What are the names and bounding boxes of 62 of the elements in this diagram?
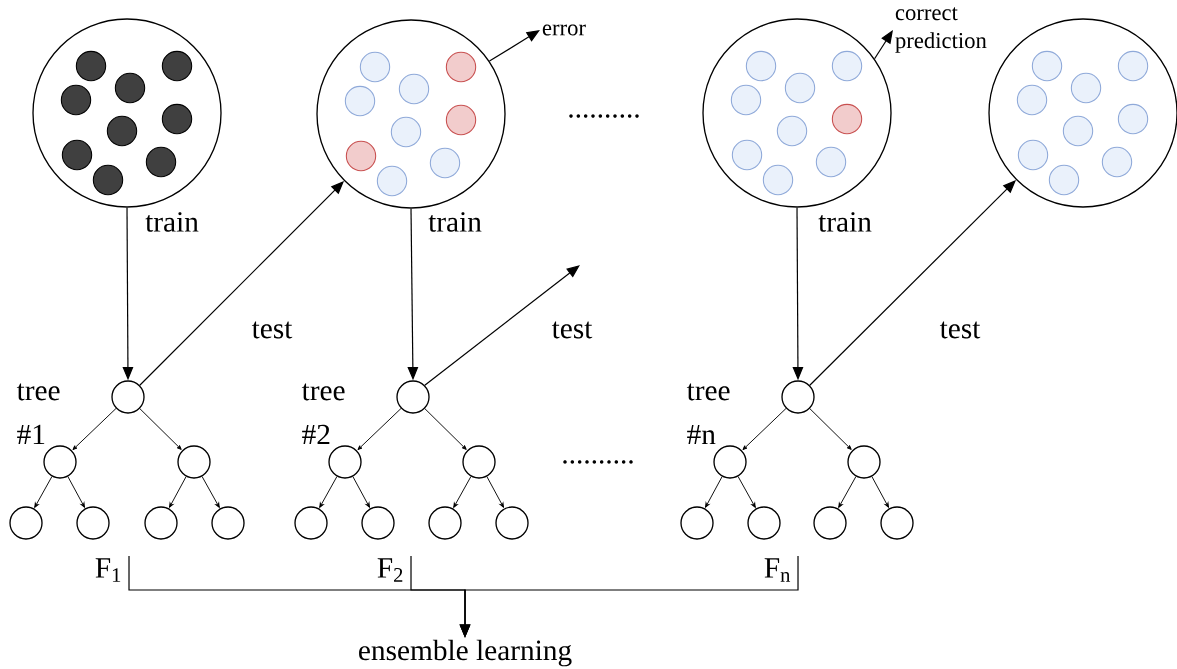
callout-text: correct prediction xyxy=(895,7,987,53)
dataset-circle xyxy=(32,18,222,208)
tree-arrow xyxy=(34,476,53,508)
edge-label: test xyxy=(938,320,982,340)
edge-label: test xyxy=(250,320,294,340)
tree-node xyxy=(361,506,395,540)
function-label: F$_{2}$ xyxy=(377,558,403,582)
output-label: ensemble learning xyxy=(359,639,572,667)
tree-node xyxy=(495,506,529,540)
edge-label: train xyxy=(426,210,484,234)
tree-arrow xyxy=(201,476,220,508)
tree-arrow xyxy=(838,476,857,508)
function-label: F$_{n}$ xyxy=(764,558,791,582)
arrow xyxy=(424,265,580,386)
tree-node xyxy=(211,506,245,540)
tree-node xyxy=(328,445,362,479)
tree-node xyxy=(144,506,178,540)
function-label: F$_{1}$ xyxy=(95,558,121,582)
tree-node xyxy=(680,506,714,540)
tree-arrow xyxy=(357,408,402,451)
tree-arrow xyxy=(67,476,85,508)
tree-node xyxy=(396,380,430,414)
tree-arrow xyxy=(453,476,472,508)
tree-node xyxy=(111,380,145,414)
arrow xyxy=(488,30,540,62)
tree-label: tree #1 xyxy=(16,383,60,445)
tree-arrow xyxy=(72,408,117,451)
tree-label: tree #2 xyxy=(301,383,345,445)
tree-label: tree #n xyxy=(686,383,730,445)
tree-arrow xyxy=(424,408,467,450)
tree-node xyxy=(177,445,211,479)
tree-node xyxy=(76,506,110,540)
tree-arrow xyxy=(871,476,889,508)
tree-node xyxy=(880,506,914,540)
edge-label: train xyxy=(816,210,874,234)
tree-arrow xyxy=(705,476,723,508)
arrow xyxy=(873,30,893,60)
tree-arrow xyxy=(139,408,182,450)
tree-node xyxy=(747,506,781,540)
dataset-circle xyxy=(316,19,506,209)
tree-node xyxy=(294,506,328,540)
tree-node xyxy=(462,445,496,479)
callout-text: error xyxy=(542,24,586,36)
tree-node xyxy=(713,445,747,479)
ellipsis-text: .......... xyxy=(563,460,633,464)
tree-arrow xyxy=(319,476,338,508)
tree-node xyxy=(781,380,815,414)
tree-arrow xyxy=(352,476,370,508)
tree-arrow xyxy=(737,476,756,508)
edge-label: test xyxy=(550,320,594,340)
tree-node xyxy=(428,506,462,540)
tree-arrow xyxy=(486,476,504,508)
edge-label: train xyxy=(143,210,201,234)
tree-node xyxy=(813,506,847,540)
tree-node xyxy=(43,445,77,479)
tree-node xyxy=(847,445,881,479)
dataset-circle xyxy=(702,18,892,208)
tree-arrow xyxy=(169,476,187,508)
tree-node xyxy=(9,506,43,540)
ellipsis-text: .......... xyxy=(569,114,639,118)
tree-arrow xyxy=(809,408,852,450)
tree-arrow xyxy=(742,408,787,451)
